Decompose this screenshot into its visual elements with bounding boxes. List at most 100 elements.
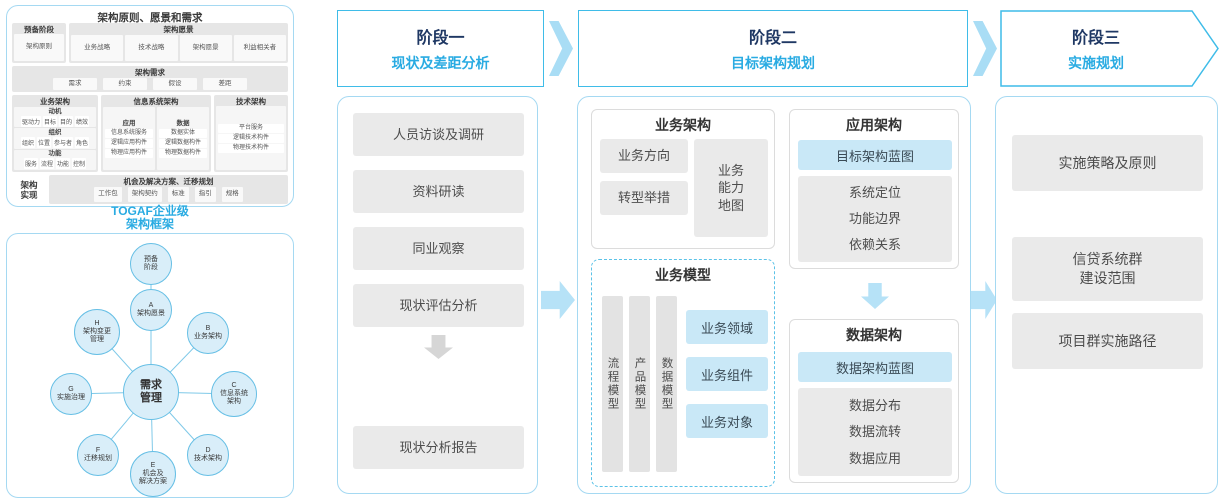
info-system-title: 信息系统架构	[133, 97, 179, 106]
metamodel-item: 数据实体	[159, 128, 207, 138]
phase2-panel: 业务架构 业务方向 转型举措 业务 能力 地图 业务模型 流程模型 产品模型 数…	[577, 96, 971, 494]
process-model-bar: 流程模型	[602, 296, 623, 472]
business-arch-title: 业务架构	[655, 117, 711, 133]
metamodel-item: 流程	[39, 158, 54, 170]
app-item: 依赖关系	[848, 237, 901, 253]
application-arch-group: 应用架构 目标架构蓝图 系统定位 功能边界 依赖关系	[789, 109, 959, 269]
application-arch-title: 应用架构	[846, 117, 902, 133]
app-item: 功能边界	[848, 211, 901, 227]
metamodel-item: 角色	[75, 136, 90, 148]
adm-node-id: G	[68, 386, 74, 393]
product-model-bar: 产品模型	[629, 296, 650, 472]
data-item: 数据流转	[848, 424, 901, 440]
adm-node-id: B	[205, 325, 211, 332]
adm-node-id: H	[94, 320, 100, 327]
metamodel-item: 驱动力	[20, 115, 41, 127]
metamodel-item: 目的	[59, 115, 74, 127]
function-group: 功能 服务 流程 功能 控制	[14, 149, 96, 170]
adm-node-id: E	[150, 462, 156, 469]
metamodel-item: 参与者	[53, 136, 74, 148]
metamodel-item: 逻辑应用构件	[105, 138, 153, 148]
technology-title: 技术架构	[236, 97, 266, 106]
adm-node-label: 信息系统 架构	[220, 390, 248, 405]
adm-node-label: 架构愿景	[137, 310, 165, 317]
phase3-panel: 实施策略及原则 信贷系统群 建设范围 项目群实施路径	[995, 96, 1218, 494]
phase-1-title: 阶段一	[416, 30, 465, 47]
down-arrow-icon	[424, 335, 453, 359]
technology-architecture-box: 技术架构 平台服务 逻辑技术构件 物理技术构件	[214, 95, 288, 172]
principles-title: 架构原则、愿景和需求	[97, 12, 203, 24]
adm-node-label: 迁移规划	[84, 455, 112, 462]
phase-3-text: 阶段三 实施规划	[1000, 10, 1192, 87]
organization-label: 组织	[48, 128, 62, 136]
metamodel-item: 功能	[56, 158, 71, 170]
data-arch-group: 数据架构 数据架构蓝图 数据分布 数据流转 数据应用	[789, 319, 959, 483]
vision-item: 技术战略	[125, 35, 178, 61]
phase3-item: 信贷系统群 建设范围	[1012, 237, 1203, 301]
preliminary-title: 预备阶段	[24, 25, 54, 34]
phase1-panel: 人员访谈及调研 资料研读 同业观察 现状评估分析 现状分析报告	[337, 96, 538, 494]
metamodel-item: 组织	[20, 136, 35, 148]
phase3-item: 实施策略及原则	[1012, 135, 1203, 191]
flow-arrow-right-icon	[971, 281, 997, 319]
phase1-result: 现状分析报告	[353, 426, 524, 469]
phase-3-subtitle: 实施规划	[1068, 55, 1124, 71]
phase1-step: 同业观察	[353, 227, 524, 270]
info-system-columns: 应用 信息系统服务 逻辑应用构件 物理应用构件 数据 数据实体 逻辑数据构件 物…	[103, 107, 209, 170]
principles-row-vision: 预备阶段 架构原则 架构愿景 业务战略 技术战略 架构愿景 利益相关者	[12, 23, 288, 63]
phase-2-title: 阶段二	[748, 30, 797, 47]
data-column: 数据 数据实体 逻辑数据构件 物理数据构件	[157, 107, 209, 170]
preliminary-phase-box: 预备阶段 架构原则	[12, 23, 66, 63]
phase-1-subtitle: 现状及差距分析	[391, 55, 490, 71]
phase3-item: 项目群实施路径	[1012, 313, 1203, 369]
phase-2-banner: 阶段二 目标架构规划	[578, 10, 968, 87]
metamodel-item: 位置	[36, 136, 51, 148]
chevron-separator-icon	[549, 21, 573, 76]
metamodel-item: 逻辑技术构件	[218, 133, 284, 143]
business-domain-box: 业务领域	[686, 310, 768, 344]
architecture-realization-label: 架构 实现	[20, 179, 38, 200]
adm-node-label: 技术架构	[194, 455, 222, 462]
opportunities-title: 机会及解决方案、迁移规划	[123, 177, 214, 186]
data-item: 数据应用	[848, 450, 901, 466]
business-architecture-box: 业务架构 动机 驱动力 目标 目的 绩效 组织 组织 位置 参与者	[12, 95, 98, 172]
metamodel-item: 物理应用构件	[105, 148, 153, 158]
adm-node-id: F	[95, 447, 101, 454]
realization-item: 架构契约	[127, 187, 162, 202]
metamodel-item: 信息系统服务	[105, 128, 153, 138]
phase-1-banner: 阶段一 现状及差距分析	[337, 10, 544, 87]
business-model-title: 业务模型	[655, 267, 711, 283]
adm-node-label: 预备 阶段	[144, 256, 158, 271]
architecture-requirements-box: 架构需求 需求 约束 假设 差距	[12, 66, 288, 92]
data-items-box: 数据分布 数据流转 数据应用	[798, 388, 952, 476]
architecture-vision-box: 架构愿景 业务战略 技术战略 架构愿景 利益相关者	[69, 23, 288, 63]
requirements-item: 假设	[153, 78, 197, 90]
realization-item: 规格	[221, 187, 243, 202]
data-blueprint-box: 数据架构蓝图	[798, 352, 952, 382]
requirements-title: 架构需求	[135, 68, 165, 77]
adm-node-label: 实施治理	[57, 394, 85, 401]
business-component-box: 业务组件	[686, 357, 768, 391]
phase-3-title: 阶段三	[1071, 30, 1120, 47]
adm-node-label: 机会及 解决方案	[139, 470, 167, 485]
organization-group: 组织 组织 位置 参与者 角色	[14, 128, 96, 149]
requirements-item: 差距	[203, 78, 247, 90]
phase1-step: 现状评估分析	[353, 284, 524, 327]
metamodel-item: 控制	[72, 158, 87, 170]
principles-row-realization: 架构 实现 机会及解决方案、迁移规划 工作包 架构契约 标准 指引 规格	[12, 175, 288, 204]
data-model-bar: 数据模型	[656, 296, 677, 472]
transformation-initiative-box: 转型举措	[600, 181, 688, 215]
data-label: 数据	[176, 119, 190, 127]
requirements-items: 需求 约束 假设 差距	[14, 78, 286, 90]
architecture-principles-panel: 架构原则、愿景和需求 预备阶段 架构原则 架构愿景 业务战略 技术战略 架构愿景…	[6, 5, 294, 207]
adm-node-label: 架构变更 管理	[83, 328, 111, 343]
function-items: 服务 流程 功能 控制	[14, 158, 96, 170]
realization-items: 工作包 架构契约 标准 指引 规格	[51, 187, 286, 202]
motivation-items: 驱动力 目标 目的 绩效	[14, 115, 96, 127]
